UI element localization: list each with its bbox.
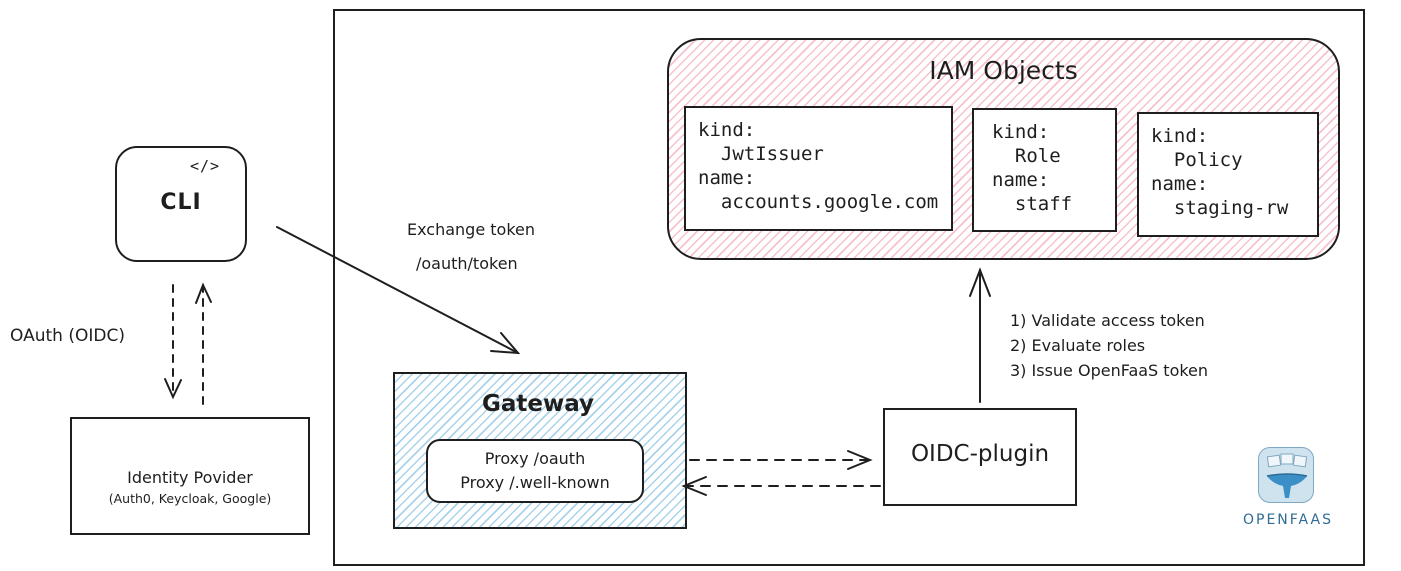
step-validate-token: 1) Validate access token	[1010, 311, 1205, 330]
code-icon: </>	[190, 157, 221, 175]
proxy-well-known-route: Proxy /.well-known	[460, 473, 610, 492]
iam-object-role: kind: Role name: staff	[972, 108, 1117, 232]
iam-objects-title: IAM Objects	[929, 56, 1078, 85]
openfaas-cluster-frame	[333, 9, 1365, 566]
cli-node	[115, 146, 247, 262]
oidc-plugin-label: OIDC-plugin	[910, 441, 1050, 467]
oauth-edge-label: OAuth (OIDC)	[10, 326, 125, 346]
identity-provider-node	[70, 417, 310, 535]
oidc-plugin-node	[883, 408, 1077, 506]
exchange-token-path: /oauth/token	[416, 254, 518, 273]
cli-label: CLI	[160, 190, 202, 215]
proxy-oauth-route: Proxy /oauth	[484, 449, 586, 468]
identity-provider-title: Identity Povider	[127, 468, 253, 487]
exchange-token-label: Exchange token	[407, 220, 536, 239]
openfaas-whale-icon	[1258, 447, 1314, 503]
proxy-routes-box	[426, 439, 644, 503]
step-evaluate-roles: 2) Evaluate roles	[1010, 336, 1146, 355]
gateway-title: Gateway	[481, 391, 595, 417]
iam-object-jwtissuer: kind: JwtIssuer name: accounts.google.co…	[684, 106, 953, 231]
iam-object-policy: kind: Policy name: staging-rw	[1137, 112, 1319, 237]
identity-provider-subtitle: (Auth0, Keycloak, Google)	[108, 491, 272, 506]
openfaas-logo-text: OPENFAAS	[1243, 512, 1333, 528]
step-issue-token: 3) Issue OpenFaaS token	[1010, 361, 1209, 380]
arrow-cli-to-gateway	[276, 226, 519, 354]
